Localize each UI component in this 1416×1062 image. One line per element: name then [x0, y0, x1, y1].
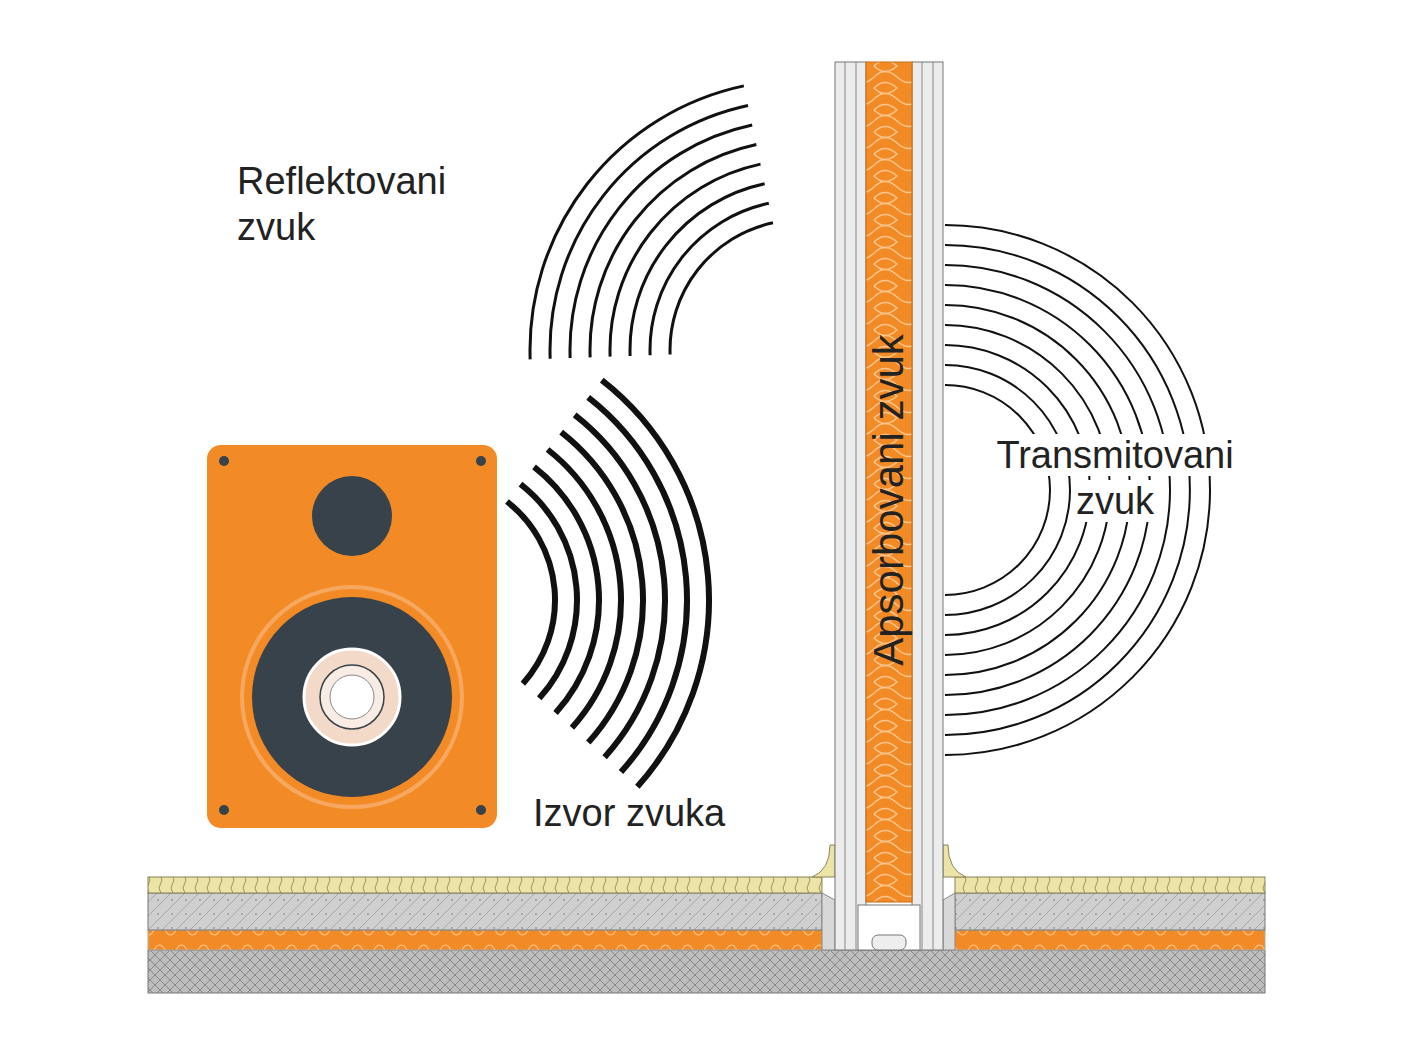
- source-label: Izvor zvuka: [533, 792, 725, 834]
- wall-band: Apsorbovani zvuk: [835, 62, 943, 902]
- transmitted-label-box: Transmitovani zvuk: [960, 432, 1270, 524]
- transmitted-label: Transmitovani zvuk: [996, 434, 1233, 522]
- sound-wave: [945, 385, 1050, 595]
- sound-wave: [507, 501, 555, 683]
- sound-wave: [650, 203, 769, 355]
- sound-wave: [630, 184, 765, 356]
- sound-wave: [588, 397, 687, 771]
- reflected-label: Reflektovani zvuk: [237, 160, 446, 248]
- sound-wave: [945, 345, 1090, 635]
- sound-wave: [530, 86, 744, 360]
- wall-label: Apsorbovani zvuk: [865, 334, 913, 666]
- reflected-label-box: Reflektovani zvuk: [237, 158, 507, 250]
- sound-wave: [570, 125, 752, 358]
- source-label-box: Izvor zvuka: [533, 790, 813, 836]
- sound-wave: [670, 223, 773, 355]
- sound-wave: [602, 380, 709, 787]
- sound-wave: [945, 365, 1070, 615]
- sound-wave: [590, 145, 756, 358]
- sound-wave: [521, 484, 577, 698]
- sound-wave: [534, 467, 599, 713]
- sound-wave: [550, 105, 748, 358]
